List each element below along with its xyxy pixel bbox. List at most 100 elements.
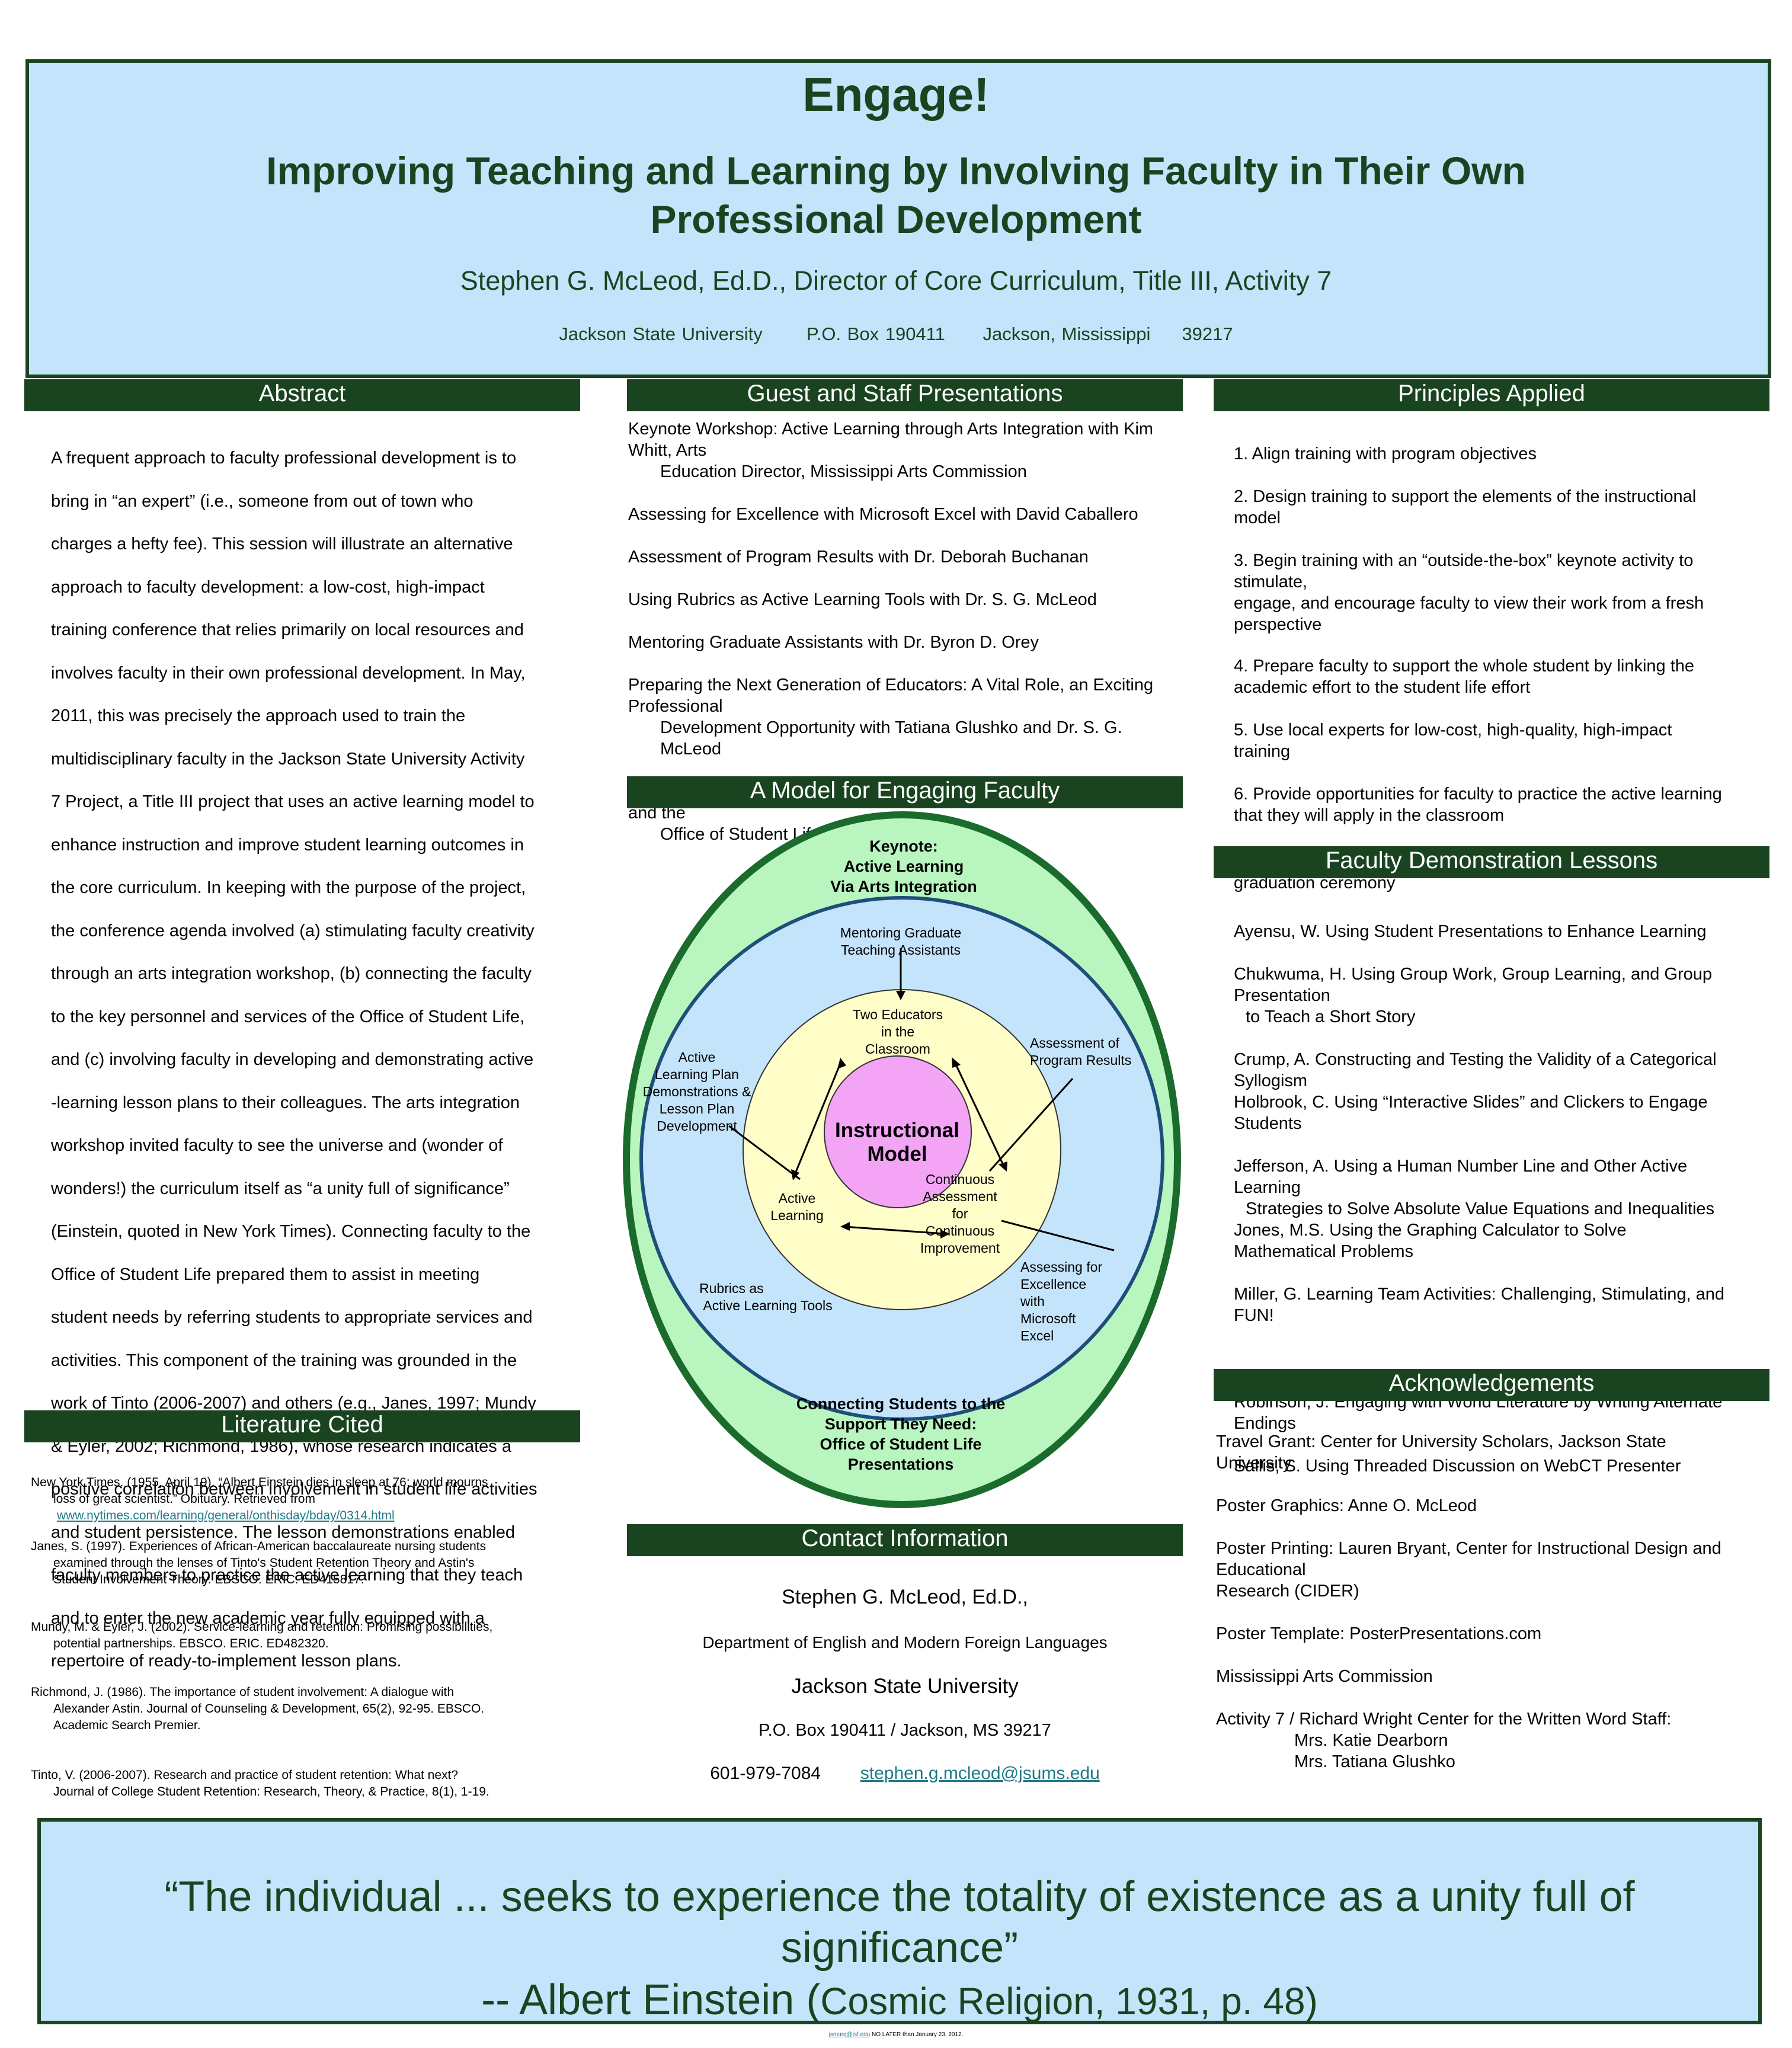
poster-title: Engage! [802, 68, 990, 121]
abstract-line: -learning lesson plans to their colleagu… [51, 1093, 520, 1112]
demo-item: Miller, G. Learning Team Activities: Cha… [1234, 1284, 1767, 1326]
contact-email-link[interactable]: stephen.g.mcleod@jsums.edu [860, 1764, 1100, 1783]
principle-line: training [1234, 742, 1291, 761]
principle-line: 6. Provide opportunities for faculty to … [1234, 785, 1722, 804]
demo-line: Chukwuma, H. Using Group Work, Group Lea… [1234, 965, 1713, 984]
demo-line: Jefferson, A. Using a Human Number Line … [1234, 1157, 1688, 1176]
demo-item: Ayensu, W. Using Student Presentations t… [1234, 921, 1767, 942]
ack-line: Travel Grant: Center for University Scho… [1216, 1432, 1666, 1451]
abstract-line: charges a hefty fee). This session will … [51, 535, 513, 553]
abstract-line: faculty members to practice the active l… [51, 1566, 523, 1585]
literature-entry-main: Mundy, M. & Eyler, J. (2002). Service-le… [31, 1620, 493, 1634]
guest-item-title: Using Rubrics as Active Learning Tools w… [628, 590, 1097, 609]
demo-line: FUN! [1234, 1306, 1274, 1325]
principle-item: 6. Provide opportunities for faculty to … [1234, 783, 1767, 826]
literature-heading: Literature Cited [24, 1410, 580, 1442]
ack-line: Activity 7 / Richard Wright Center for t… [1216, 1710, 1672, 1729]
abstract-line: Office of Student Life prepared them to … [51, 1265, 480, 1284]
abstract-line: repertoire of ready-to-implement lesson … [51, 1652, 402, 1671]
abstract-line: and (c) involving faculty in developing … [51, 1050, 534, 1069]
guest-item-cont: Development Opportunity with Tatiana Glu… [660, 718, 1122, 759]
city: Jackson, Mississippi [983, 324, 1151, 344]
ack-heading: Acknowledgements [1214, 1369, 1769, 1401]
footer-link[interactable]: jsmurg@jsf.edu [828, 2031, 871, 2038]
ack-line: Mrs. Katie Dearborn [1294, 1731, 1448, 1750]
abstract-line: activities. This component of the traini… [51, 1351, 517, 1370]
principle-line: engage, and encourage faculty to view th… [1234, 594, 1704, 613]
principles-heading: Principles Applied [1214, 379, 1769, 411]
demo-item: Sallis, S. Using Threaded Discussion on … [1234, 1455, 1767, 1477]
contact-phone: 601-979-7084 [710, 1764, 821, 1783]
demo-item: Chukwuma, H. Using Group Work, Group Lea… [1234, 964, 1767, 1028]
demo-line: Ayensu, W. Using Student Presentations t… [1234, 922, 1707, 941]
demo-line: Jones, M.S. Using the Graphing Calculato… [1234, 1221, 1627, 1240]
quote-line-1: “The individual ... seeks to experience … [164, 1873, 1635, 1921]
demo-line: Crump, A. Constructing and Testing the V… [1234, 1050, 1717, 1069]
demo-item: Jones, M.S. Using the Graphing Calculato… [1234, 1220, 1767, 1262]
principle-line: 2. Design training to support the elemen… [1234, 487, 1697, 506]
ack-line: Poster Printing: Lauren Bryant, Center f… [1216, 1539, 1721, 1558]
literature-entry: Janes, S. (1997). Experiences of African… [31, 1538, 486, 1588]
demo-line: Mathematical Problems [1234, 1242, 1413, 1261]
principle-item: 5. Use local experts for low-cost, high-… [1234, 719, 1767, 762]
abstract-line: and to enter the new academic year fully… [51, 1608, 485, 1628]
model-heading: A Model for Engaging Faculty [627, 776, 1183, 808]
principle-line: that they will apply in the classroom [1234, 806, 1505, 825]
demo-line: Miller, G. Learning Team Activities: Cha… [1234, 1285, 1725, 1304]
principle-item: 2. Design training to support the elemen… [1234, 486, 1767, 529]
abstract-line: to the key personnel and services of the… [51, 1007, 525, 1026]
abstract-line: work of Tinto (2006-2007) and others (e.… [51, 1394, 536, 1413]
ack-line: Mississippi Arts Commission [1216, 1667, 1433, 1686]
principle-line: 1. Align training with program objective… [1234, 444, 1537, 463]
contact-heading: Contact Information [627, 1524, 1183, 1556]
poster-subtitle-1: Improving Teaching and Learning by Invol… [266, 149, 1526, 193]
demo-line: Students [1234, 1114, 1302, 1133]
abstract-line: bring in “an expert” (i.e., someone from… [51, 491, 473, 511]
literature-entry-main: Tinto, V. (2006-2007). Research and prac… [31, 1768, 459, 1782]
demo-line: Endings [1234, 1414, 1296, 1433]
ack-line: Educational [1216, 1560, 1306, 1579]
footer-note: jsmurg@jsf.edu NO LATER than January 23,… [0, 2031, 1792, 2038]
contact-address: P.O. Box 190411 / Jackson, MS 39217 [759, 1721, 1051, 1740]
demo-item: Holbrook, C. Using “Interactive Slides” … [1234, 1092, 1767, 1134]
abstract-line: multidisciplinary faculty in the Jackson… [51, 749, 525, 769]
guest-heading: Guest and Staff Presentations [627, 379, 1183, 411]
guest-item: Assessment of Program Results with Dr. D… [628, 546, 1179, 568]
abstract-line: the conference agenda involved (a) stimu… [51, 921, 535, 940]
literature-link[interactable]: www.nytimes.com/learning/general/onthisd… [57, 1509, 395, 1522]
ack-item: Poster Template: PosterPresentations.com [1216, 1623, 1767, 1644]
demo-line: to Teach a Short Story [1246, 1007, 1416, 1026]
demo-line: Learning [1234, 1178, 1301, 1197]
literature-entry-cont: Academic Search Premier. [53, 1719, 201, 1732]
abstract-line: enhance instruction and improve student … [51, 835, 524, 855]
ack-item: Activity 7 / Richard Wright Center for t… [1216, 1708, 1767, 1772]
footer-text: NO LATER than January 23, 2012. [872, 2031, 964, 2038]
principle-line: stimulate, [1234, 572, 1308, 591]
guest-item-title: Assessing for Excellence with Microsoft … [628, 505, 1138, 524]
abstract-line: workshop invited faculty to see the univ… [51, 1136, 503, 1155]
demo-line: Strategies to Solve Absolute Value Equat… [1246, 1199, 1715, 1218]
demo-line: Sallis, S. Using Threaded Discussion on … [1234, 1457, 1681, 1476]
guest-item: Keynote Workshop: Active Learning throug… [628, 418, 1179, 482]
poster-subtitle-2: Professional Development [650, 197, 1142, 241]
principle-line: perspective [1234, 615, 1322, 634]
contact-phone-email: 601-979-7084 stephen.g.mcleod@jsums.edu [627, 1764, 1183, 1784]
ack-item: Travel Grant: Center for University Scho… [1216, 1431, 1767, 1474]
guest-item: Mentoring Graduate Assistants with Dr. B… [628, 632, 1179, 653]
abstract-line: 2011, this was precisely the approach us… [51, 706, 466, 725]
abstract-line: student needs by referring students to a… [51, 1308, 533, 1327]
demo-line: Syllogism [1234, 1071, 1308, 1090]
literature-entry-main: Janes, S. (1997). Experiences of African… [31, 1540, 487, 1553]
guest-item: Preparing the Next Generation of Educato… [628, 674, 1179, 760]
author-line: Stephen G. McLeod, Ed.D., Director of Co… [460, 265, 1332, 296]
demo-item: Jefferson, A. Using a Human Number Line … [1234, 1156, 1767, 1220]
ack-line: Research (CIDER) [1216, 1582, 1359, 1601]
contact-university: Jackson State University [791, 1675, 1019, 1698]
abstract-line: positive correlation between involvement… [51, 1480, 537, 1499]
